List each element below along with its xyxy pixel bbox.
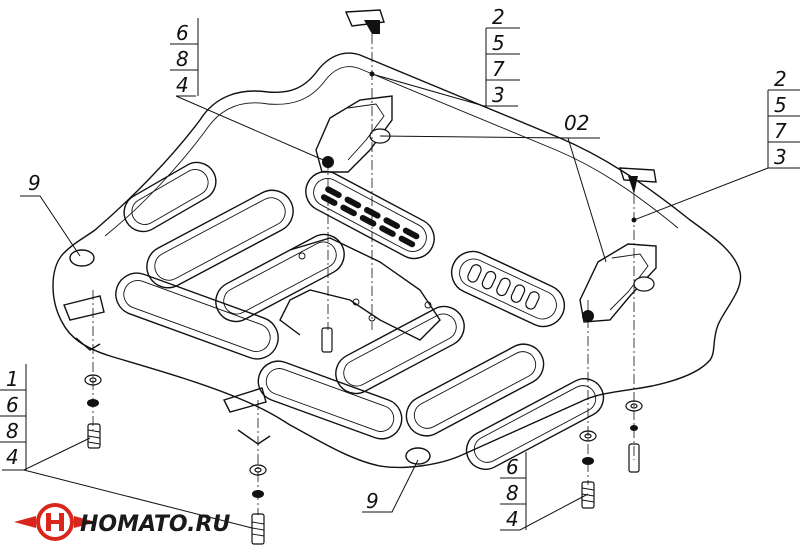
rib xyxy=(115,272,279,360)
callout-number: 4 xyxy=(176,73,189,97)
callout-number: 6 xyxy=(176,21,189,45)
rib xyxy=(223,241,337,315)
callout-number: 7 xyxy=(492,57,505,81)
rib xyxy=(123,161,217,233)
callout-number: 4 xyxy=(506,507,519,531)
callout-stack-top-left: 6 8 4 xyxy=(170,18,199,97)
vent-panel-left xyxy=(305,170,435,260)
bracket-right xyxy=(579,243,657,323)
bracket-top-center xyxy=(315,95,393,173)
callout-label-02: 02 xyxy=(564,111,589,135)
callout-stack-top-right: 2 5 7 3 xyxy=(767,67,800,169)
callout-stack-bottom-right: 6 8 4 xyxy=(500,452,527,531)
callout-number: 5 xyxy=(774,93,787,117)
clip-nut-top xyxy=(344,9,385,34)
vent-panel-right xyxy=(450,250,566,328)
rib xyxy=(413,351,537,429)
rib xyxy=(335,305,465,395)
rib xyxy=(265,368,395,432)
leader-lines xyxy=(2,73,800,531)
callout-number: 1 xyxy=(6,367,19,391)
axis-lines xyxy=(92,34,635,515)
callout-number: 5 xyxy=(492,31,505,55)
plate-outline xyxy=(52,52,742,469)
center-stud xyxy=(321,327,333,353)
callout-stack-top-center: 2 5 7 3 xyxy=(485,5,520,107)
stiffener-ribs xyxy=(115,161,605,470)
callout-number: 7 xyxy=(774,119,787,143)
side-tab-left xyxy=(63,295,105,351)
callout-number: 3 xyxy=(492,83,505,107)
small-hole xyxy=(368,314,376,322)
callout-number: 2 xyxy=(774,67,787,91)
plate-inner-edge xyxy=(104,66,679,237)
callout-number: 8 xyxy=(6,419,19,443)
side-tab-bottom xyxy=(223,387,271,445)
small-hole xyxy=(424,301,432,309)
rib xyxy=(154,197,286,281)
callout-label-9-bottom: 9 xyxy=(366,489,379,513)
rib xyxy=(405,343,545,437)
callout-number: 6 xyxy=(6,393,19,417)
rib xyxy=(123,280,271,352)
homato-logo: HOMATO.RU xyxy=(14,503,230,541)
mount-hole-bottom xyxy=(405,447,431,465)
mount-hole-left xyxy=(69,249,95,267)
rib xyxy=(131,169,209,225)
rib xyxy=(465,378,605,470)
callout-number: 2 xyxy=(492,5,505,29)
callout-number: 4 xyxy=(6,445,19,469)
callout-number: 3 xyxy=(774,145,787,169)
small-hole xyxy=(352,298,360,306)
logo-emblem-icon xyxy=(14,503,96,541)
rib xyxy=(146,189,294,289)
callout-number: 8 xyxy=(176,47,189,71)
rib xyxy=(343,313,457,387)
callout-number: 6 xyxy=(506,455,519,479)
rib xyxy=(473,385,597,463)
small-hole xyxy=(298,252,306,260)
clip-nut-right xyxy=(619,167,657,194)
rib xyxy=(215,233,345,323)
callout-label-9-left: 9 xyxy=(28,171,41,195)
callout-number: 8 xyxy=(506,481,519,505)
logo-text: HOMATO.RU xyxy=(80,512,230,537)
callout-stack-bottom-left: 1 6 8 4 xyxy=(0,364,27,470)
